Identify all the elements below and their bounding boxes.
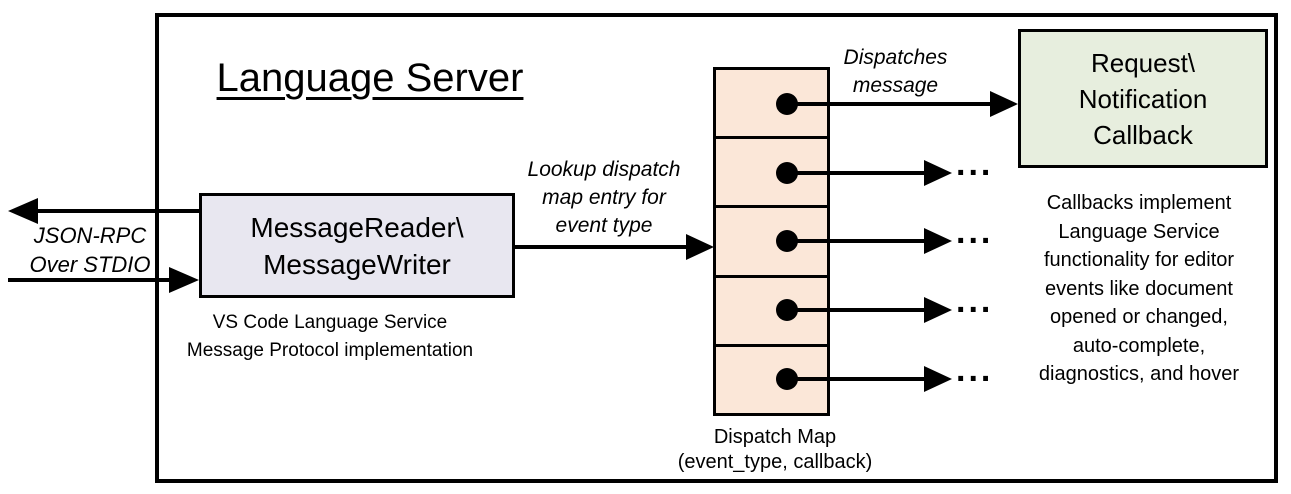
lookup-dispatch-label: Lookup dispatch map entry for event type <box>527 158 681 237</box>
dispatch-map <box>713 67 830 416</box>
message-box-caption: VS Code Language Service Message Protoco… <box>186 312 474 361</box>
ellipsis-row-4: ... <box>956 282 994 320</box>
request-notification-callback-box: Request\ Notification Callback <box>1018 29 1268 168</box>
ellipsis-row-3: ... <box>956 213 994 251</box>
dispatch-cell <box>716 278 827 347</box>
ellipsis-row-5: ... <box>956 351 994 389</box>
json-rpc-stdio-label: JSON-RPC Over STDIO <box>29 223 151 277</box>
message-reader-writer-label: MessageReader\ MessageWriter <box>250 211 464 280</box>
ellipsis-row-2: ... <box>956 145 994 183</box>
callbacks-description: Callbacks implement Language Service fun… <box>1038 192 1240 385</box>
dispatch-cell <box>716 208 827 278</box>
dispatch-cell <box>716 70 827 140</box>
callback-box-label: Request\ Notification Callback <box>1078 47 1208 150</box>
dispatch-cell <box>716 139 827 209</box>
dispatch-map-caption: Dispatch Map (event_type, callback) <box>677 426 873 473</box>
diagram-title: Language Server <box>216 56 524 100</box>
dispatch-cell <box>716 347 827 413</box>
dispatches-message-label: Dispatches message <box>843 46 948 97</box>
message-reader-writer-box: MessageReader\ MessageWriter <box>199 193 515 298</box>
